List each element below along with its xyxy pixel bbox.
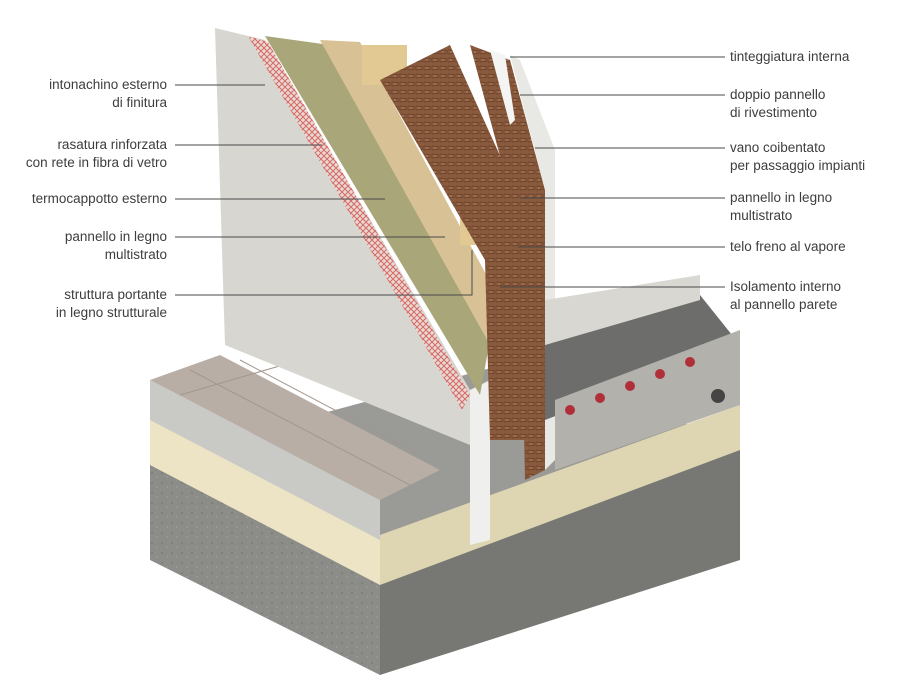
heating-pipes: [565, 357, 725, 415]
label-doppio-pannello: doppio pannello di rivestimento: [730, 86, 825, 122]
label-vano: vano coibentato per passaggio impianti: [730, 139, 865, 175]
label-pannello-esterno: pannello in legno multistrato: [65, 228, 167, 264]
label-line: Isolamento interno: [730, 279, 842, 294]
label-line: pannello in legno: [64, 229, 167, 244]
label-line: termocappotto esterno: [31, 191, 167, 206]
label-line: al pannello parete: [730, 297, 838, 312]
label-line: con rete in fibra di vetro: [25, 155, 167, 170]
label-line: per passaggio impianti: [730, 158, 866, 173]
label-struttura: struttura portante in legno strutturale: [56, 286, 167, 322]
leader-lines: [175, 56, 725, 296]
label-line: doppio pannello: [730, 87, 826, 102]
label-telo: telo freno al vapore: [730, 238, 846, 256]
label-termocappotto: termocappotto esterno: [32, 190, 167, 208]
label-line: rasatura rinforzata: [57, 137, 167, 152]
interior-layers: [470, 45, 555, 480]
label-line: vano coibentato: [730, 140, 826, 155]
label-line: multistrato: [104, 247, 167, 262]
label-pannello-interno: pannello in legno multistrato: [730, 189, 832, 225]
label-line: pannello in legno: [730, 190, 833, 205]
thermal-insulation: [265, 36, 490, 395]
wood-fiber-core: [380, 45, 530, 440]
label-tinteggiatura: tinteggiatura interna: [730, 48, 849, 66]
label-line: multistrato: [730, 208, 793, 223]
label-intonachino: intonachino esterno di finitura: [49, 76, 167, 112]
label-isolamento: Isolamento interno al pannello parete: [730, 278, 841, 314]
plywood-exterior: [320, 40, 500, 345]
label-line: telo freno al vapore: [730, 239, 846, 254]
label-line: tinteggiatura interna: [730, 49, 850, 64]
label-line: in legno strutturale: [55, 305, 167, 320]
label-rasatura: rasatura rinforzata con rete in fibra di…: [26, 136, 167, 172]
label-line: struttura portante: [64, 287, 167, 302]
mesh-layer: [248, 36, 470, 410]
label-line: intonachino esterno: [49, 77, 167, 92]
label-line: di finitura: [112, 95, 167, 110]
label-line: di rivestimento: [730, 105, 818, 120]
